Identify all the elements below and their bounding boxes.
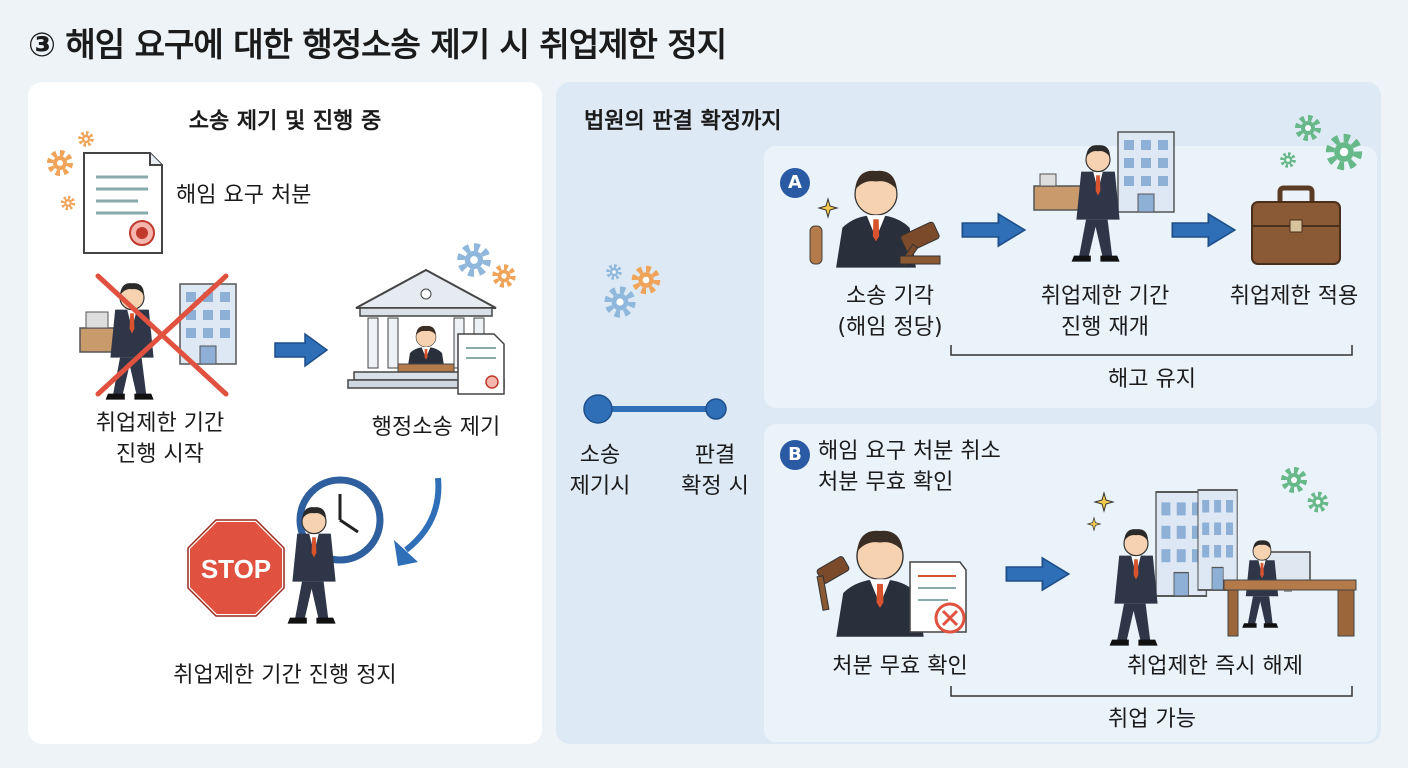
arrow-right-icon	[961, 213, 1026, 247]
right-heading: 법원의 판결 확정까지	[584, 109, 782, 134]
timeline-icon	[583, 394, 727, 424]
judge-icon	[809, 170, 941, 269]
curved-arrow-icon	[394, 477, 442, 566]
case-a-step1: 소송 기각 (해임 정당)	[837, 284, 943, 340]
gear-icon	[461, 247, 487, 273]
arrow-right-icon	[274, 333, 328, 367]
briefcase-icon	[1251, 108, 1366, 265]
gear-icon	[1280, 152, 1296, 168]
lawsuit-label: 행정소송 제기	[371, 415, 501, 440]
left-heading: 소송 제기 및 진행 중	[188, 109, 382, 134]
gear-icon	[606, 264, 622, 280]
employee-start-illustration	[79, 273, 237, 401]
stop-sign-text: STOP	[201, 554, 271, 584]
gear-icon	[1330, 138, 1358, 166]
timeline-end-label: 판결 확정 시	[681, 443, 749, 499]
gear-cluster	[600, 264, 670, 322]
sparkle-icon	[1094, 492, 1114, 512]
gear-icon	[1298, 118, 1318, 138]
stop-illustration: STOP	[186, 476, 384, 625]
stop-sign-icon: STOP	[186, 518, 286, 618]
building-icon	[179, 283, 237, 365]
gear-icon	[495, 267, 513, 285]
gavel-icon	[809, 221, 941, 267]
cross-icon	[95, 273, 229, 397]
gear-icon	[1284, 470, 1304, 490]
case-a-bracket-label: 해고 유지	[1108, 367, 1196, 392]
case-a-step2: 취업제한 기간 진행 재개	[1040, 284, 1170, 340]
employee-return-illustration	[1033, 131, 1175, 263]
sparkle-icon	[818, 198, 838, 218]
gear-icon	[1310, 494, 1326, 510]
case-a-badge: A	[780, 168, 810, 198]
case-b-bracket-label: 취업 가능	[1108, 707, 1196, 732]
case-b-step1: 처분 무효 확인	[832, 654, 968, 679]
gear-icon	[608, 290, 632, 314]
businessman-icon	[1108, 528, 1159, 647]
gear-icon	[50, 153, 70, 173]
start-label: 취업제한 기간 진행 시작	[95, 411, 225, 467]
case-b-title: 해임 요구 처분 취소 처분 무효 확인	[818, 439, 1001, 495]
gear-icon	[635, 269, 657, 291]
judge-icon	[816, 530, 967, 638]
case-b-step2: 취업제한 즉시 해제	[1127, 654, 1303, 679]
building-icon	[1117, 131, 1175, 213]
case-a-bracket	[950, 345, 1353, 356]
page-title: ③ 해임 요구에 대한 행정소송 제기 시 취업제한 정지	[28, 25, 727, 64]
case-b-badge: B	[780, 440, 810, 470]
seal-icon	[129, 220, 155, 246]
sparkle-icon	[1087, 517, 1101, 531]
gear-icon	[78, 131, 94, 147]
case-b-bracket	[950, 686, 1353, 697]
arrow-right-icon	[1171, 213, 1236, 247]
gavel-icon	[816, 556, 850, 611]
arrow-right-icon	[1005, 557, 1070, 591]
document-icon	[38, 131, 163, 254]
cross-icon	[934, 602, 966, 634]
case-a-step3: 취업제한 적용	[1229, 284, 1359, 309]
courthouse-icon	[347, 238, 516, 395]
office-desk-icon	[1087, 462, 1357, 647]
businessman-icon	[1070, 144, 1121, 263]
stop-label: 취업제한 기간 진행 정지	[173, 663, 397, 688]
building-icon	[1197, 489, 1239, 591]
timeline-start-label: 소송 제기시	[569, 443, 631, 499]
gear-icon	[60, 195, 76, 211]
doc-label: 해임 요구 처분	[176, 183, 312, 208]
